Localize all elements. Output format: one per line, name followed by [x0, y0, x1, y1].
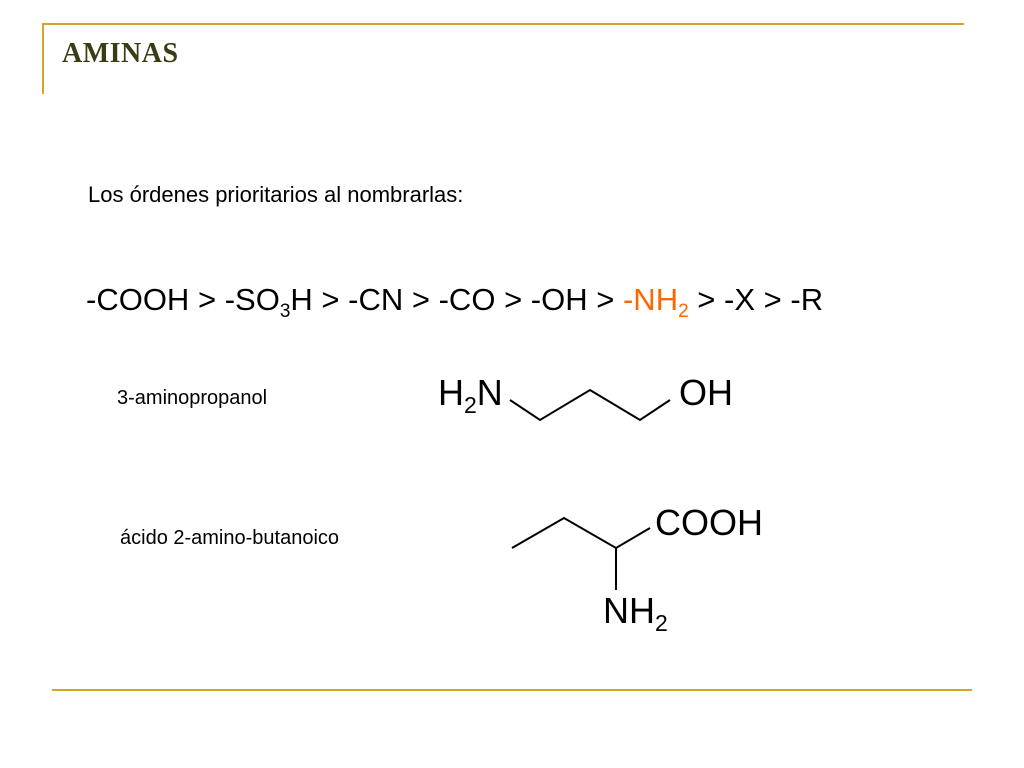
aminobutanoic-chain — [511, 516, 651, 550]
priority-order: -COOH > -SO3H > -CN > -CO > -OH > -NH2 >… — [86, 282, 824, 322]
gt-symbol: > — [411, 282, 430, 317]
gt-symbol: > — [321, 282, 340, 317]
example-name-aminobutanoic-acid: ácido 2-amino-butanoico — [120, 527, 340, 549]
group-cooh: -COOH — [86, 282, 190, 317]
amine-group-label: H2N — [438, 372, 503, 418]
gt-symbol: > — [763, 282, 782, 317]
aminobutanoic-bonds — [511, 516, 651, 590]
group-cn: -CN — [348, 282, 404, 317]
group-r: -R — [790, 282, 824, 317]
aminopropanol-chain — [509, 388, 671, 422]
gt-symbol: > — [197, 282, 217, 317]
example-name-aminopropanol: 3-aminopropanol — [117, 387, 268, 409]
group-so3h: -SO3H — [224, 282, 313, 322]
group-nh2-highlighted: -NH2 — [622, 282, 689, 322]
carboxyl-group-label: COOH — [655, 502, 763, 543]
gt-symbol: > — [504, 282, 523, 317]
page-title: AMINAS — [62, 38, 179, 69]
group-co: -CO — [438, 282, 496, 317]
hydroxyl-group-label: OH — [679, 372, 733, 413]
group-x: -X — [724, 282, 756, 317]
group-oh: -OH — [530, 282, 588, 317]
left-rule — [42, 23, 44, 94]
gt-symbol: > — [697, 282, 716, 317]
bottom-rule — [52, 689, 972, 691]
aminopropanol-bonds — [509, 388, 671, 422]
top-rule — [44, 23, 964, 25]
intro-text: Los órdenes prioritarios al nombrarlas: — [88, 182, 464, 207]
gt-symbol: > — [596, 282, 615, 317]
amino-group-label: NH2 — [603, 590, 668, 636]
